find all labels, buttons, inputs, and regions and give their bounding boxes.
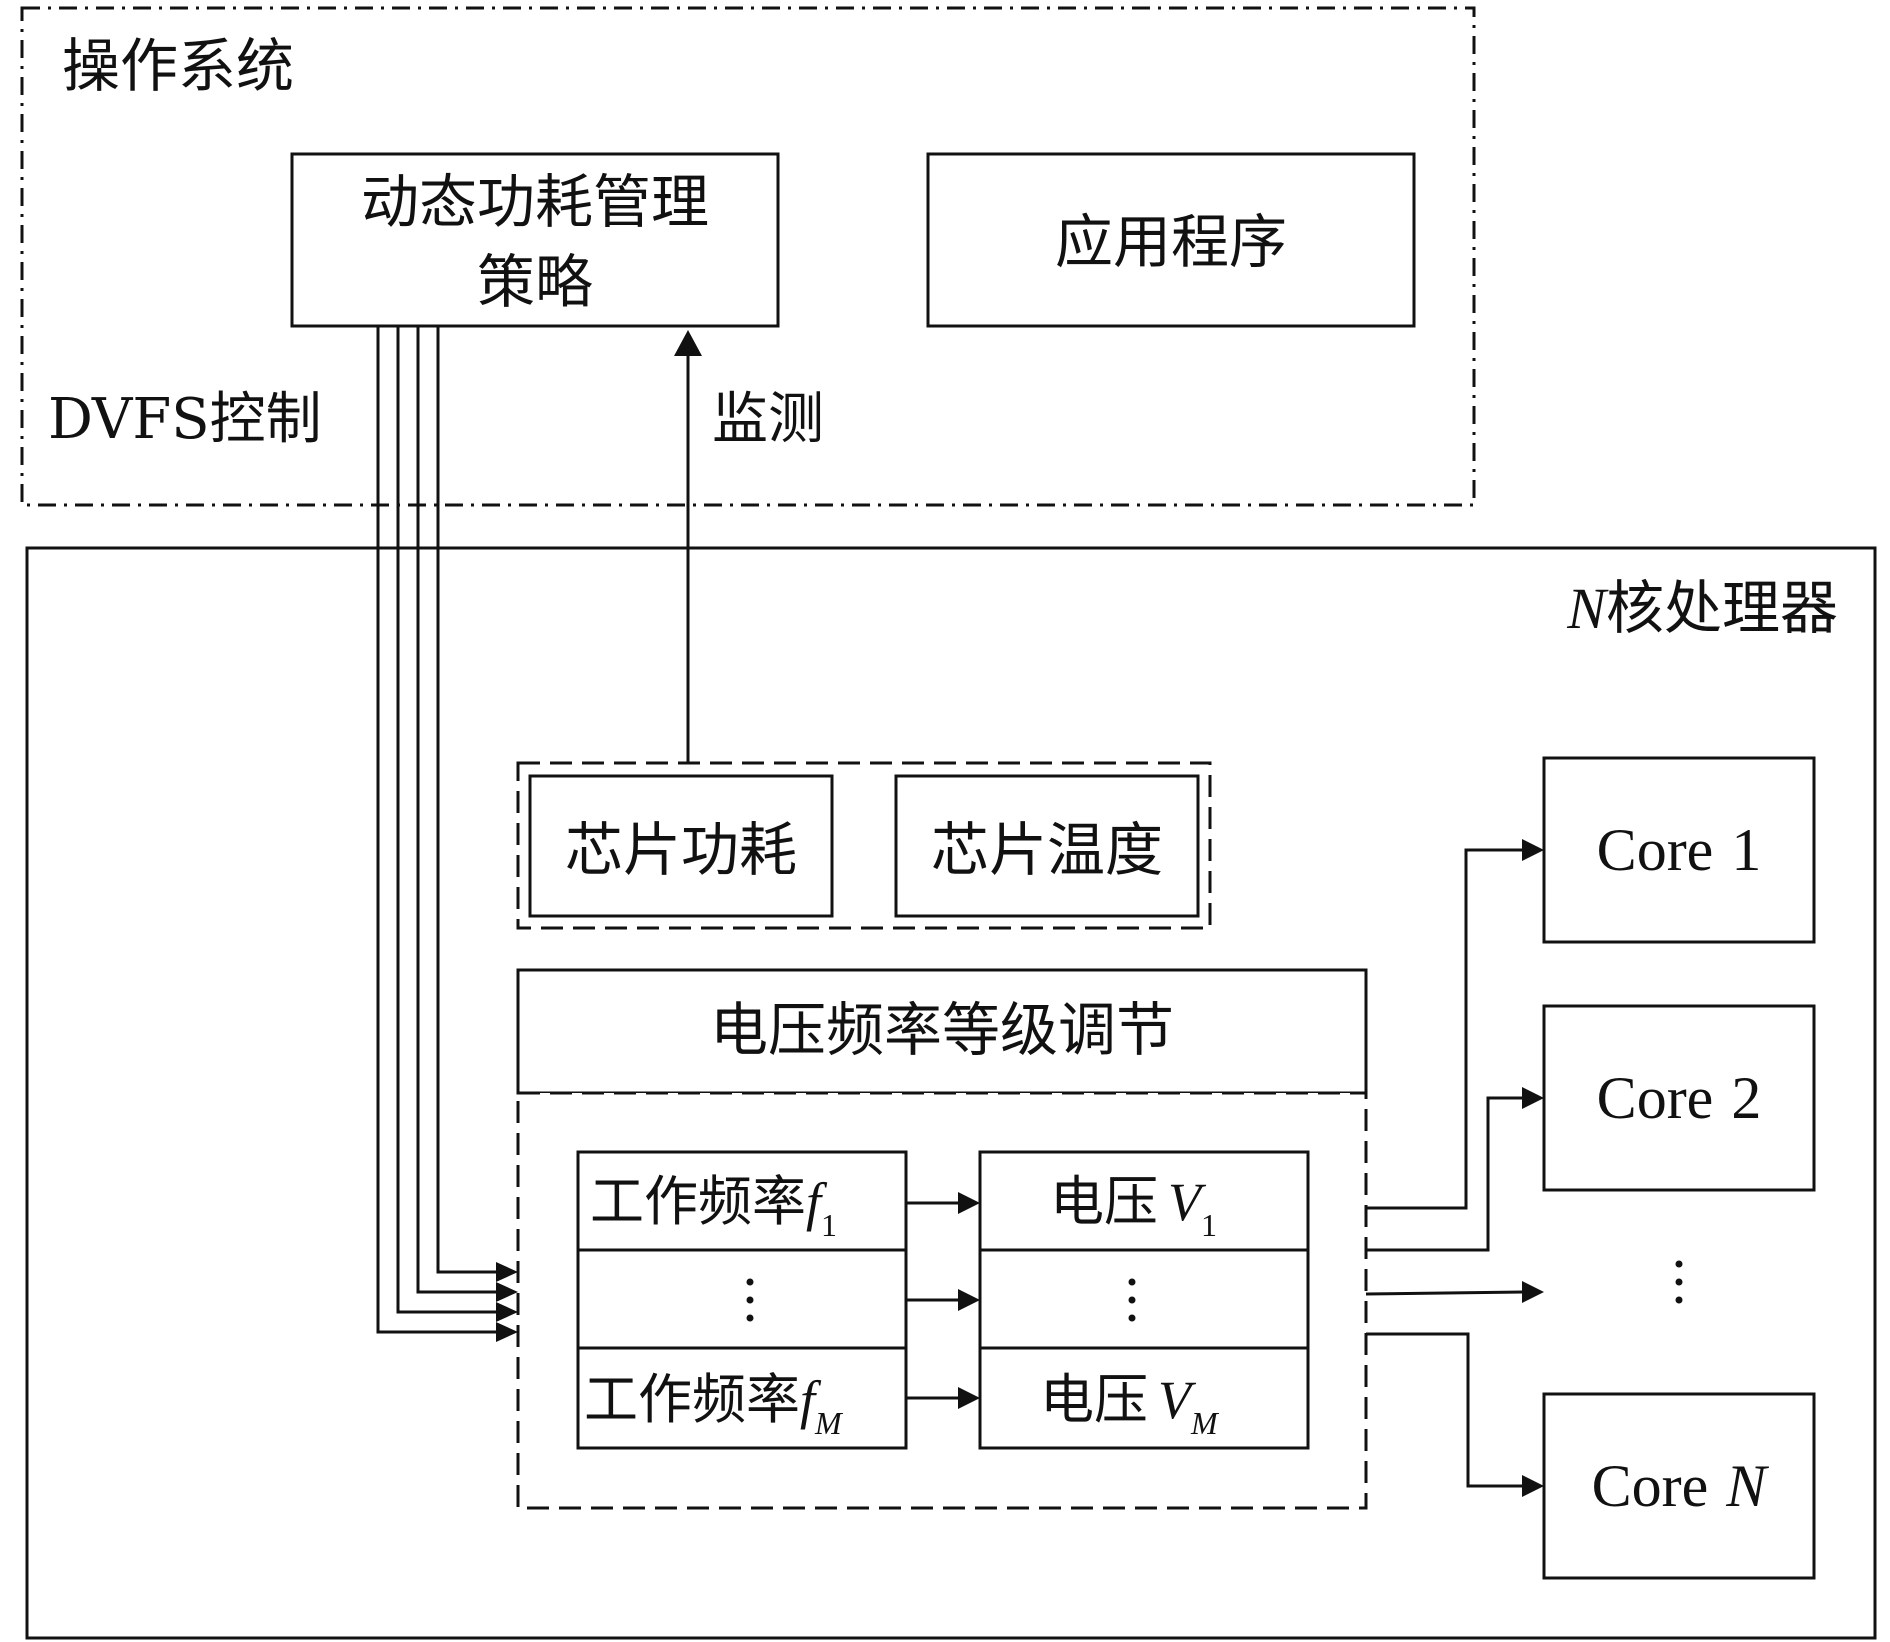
dpm-policy-label-line2: 策略 xyxy=(477,248,593,316)
sensors-group xyxy=(516,761,1212,930)
monitor-arrowhead xyxy=(674,330,702,356)
application-box xyxy=(926,152,1416,328)
core-1-box xyxy=(1542,756,1816,944)
frequency-table xyxy=(576,1150,908,1450)
cores-ellipsis xyxy=(1675,1260,1683,1304)
vf-module-title: 电压频率等级调节 xyxy=(710,996,1174,1064)
monitor-label: 监测 xyxy=(712,387,824,452)
core-2-box xyxy=(1542,1004,1816,1192)
chip-temperature-label: 芯片温度 xyxy=(931,816,1163,884)
processor-title: N核处理器 xyxy=(1566,574,1838,642)
voltage-table xyxy=(978,1150,1310,1450)
chip-temperature-box xyxy=(894,774,1200,918)
chip-power-box xyxy=(528,774,834,918)
voltage-ellipsis xyxy=(1128,1278,1136,1322)
vf-to-core-arrows xyxy=(1365,839,1544,1497)
dpm-policy-box xyxy=(290,152,780,328)
os-region xyxy=(20,6,1476,507)
dvfs-control-lines xyxy=(376,326,518,1342)
frequency-row-1: 工作频率f1 xyxy=(590,1170,837,1243)
dvfs-control-label: DVFS控制 xyxy=(48,387,322,452)
dpm-policy-label-line1: 动态功耗管理 xyxy=(361,168,709,236)
vf-module-outer xyxy=(516,968,1368,1095)
frequency-ellipsis xyxy=(746,1278,754,1322)
os-title: 操作系统 xyxy=(62,32,294,100)
chip-power-label: 芯片功耗 xyxy=(565,816,797,884)
core-n-box xyxy=(1542,1392,1816,1580)
application-label: 应用程序 xyxy=(1055,208,1287,276)
freq-to-volt-arrows xyxy=(906,1192,980,1409)
frequency-row-2: 工作频率fM xyxy=(584,1368,844,1441)
